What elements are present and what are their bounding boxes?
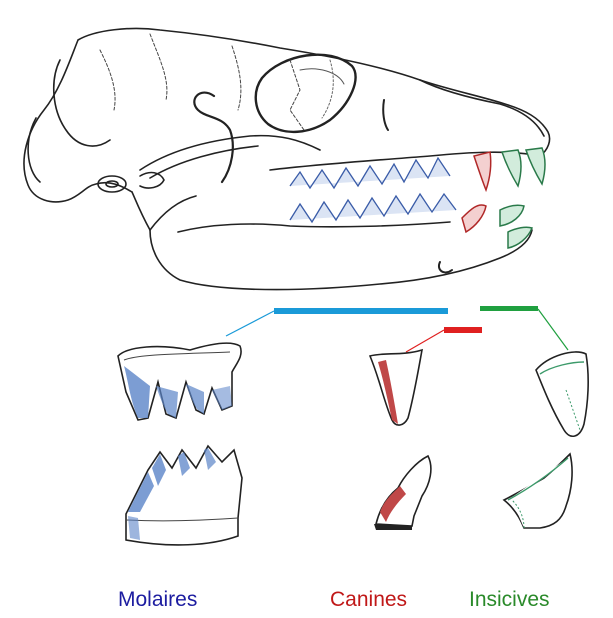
skull-illustration xyxy=(24,28,550,289)
label-canines: Canines xyxy=(330,588,407,612)
skull-molars xyxy=(290,158,456,222)
connector-bars xyxy=(226,306,568,352)
upper-molar xyxy=(118,343,241,420)
canine-bar xyxy=(444,327,482,333)
skull-incisors xyxy=(500,148,545,248)
incisor-bar xyxy=(480,306,538,311)
canine-leader xyxy=(406,330,444,352)
label-insicives: Insicives xyxy=(469,588,550,612)
upper-canine xyxy=(370,350,422,425)
label-molaires: Molaires xyxy=(118,588,197,612)
skull-canines xyxy=(462,152,491,232)
lower-molar xyxy=(126,446,242,545)
upper-incisor xyxy=(536,352,588,436)
molar-bar xyxy=(274,308,448,314)
lower-canine xyxy=(374,456,431,530)
incisor-leader xyxy=(538,309,568,350)
lower-incisor xyxy=(504,454,572,528)
molar-leader xyxy=(226,311,274,336)
